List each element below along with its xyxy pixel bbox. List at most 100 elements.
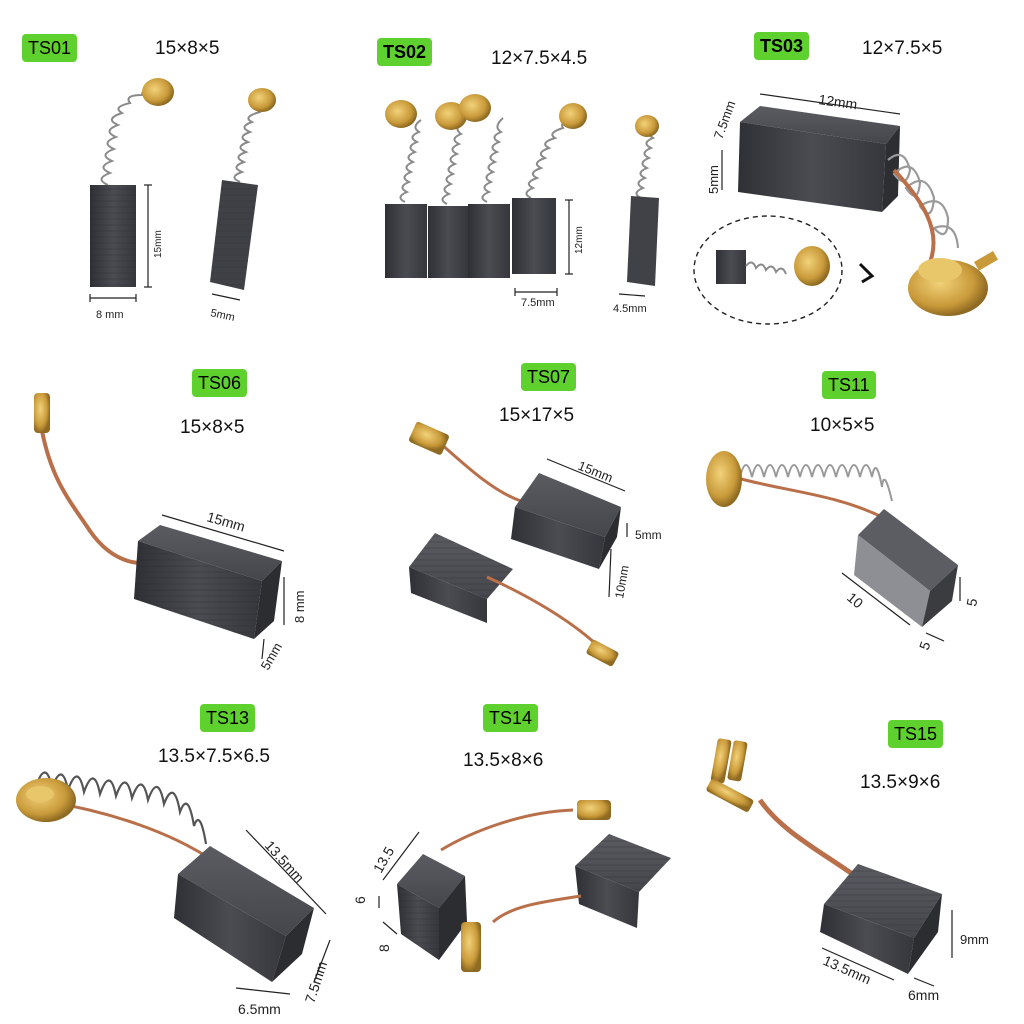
dimension-label: 12mm <box>818 91 859 112</box>
carbon-brush-icon <box>854 509 958 627</box>
product-code-badge: TS14 <box>483 704 539 732</box>
brass-terminal-icon <box>706 451 742 507</box>
product-panel-ts11: TS11 10×5×5 10 5 5 <box>682 341 1023 682</box>
brass-terminal-icon <box>409 421 449 455</box>
dimension-label: 6.5mm <box>238 1001 281 1017</box>
dimension-label: 7.5mm <box>521 297 555 309</box>
brush-illustration: 15mm 5mm 10mm <box>409 421 662 667</box>
brush-illustration: 15mm 8 mm 5mm <box>89 78 276 324</box>
dimension-label: 8 mm <box>292 591 307 624</box>
dimension-label: 12mm <box>574 226 585 254</box>
brush-illustration: 10 5 5 <box>706 451 980 652</box>
spring-icon <box>100 87 159 186</box>
brass-terminal-icon <box>461 922 481 972</box>
dimension-label: 5mm <box>209 307 235 324</box>
brush-illustration: 9mm 13.5mm 6mm <box>706 738 989 1003</box>
copper-wire-icon <box>733 475 883 519</box>
brush-illustration: 12mm 7.5mm 5mm <box>693 91 999 325</box>
dimension-label: 13.5 <box>370 844 398 876</box>
dimension-label: 9mm <box>960 932 989 947</box>
brass-terminal-icon <box>142 78 174 106</box>
product-size: 13.5×8×6 <box>463 750 544 771</box>
copper-wire-icon <box>486 575 599 647</box>
spring-icon <box>887 153 960 249</box>
dimension-label: 13.5mm <box>262 837 308 885</box>
carbon-brush-icon <box>397 854 467 960</box>
brass-terminal-icon <box>435 102 467 130</box>
brush-illustration: 13.5mm 7.5mm 6.5mm <box>16 771 331 1017</box>
dimension-label: 4.5mm <box>613 303 647 315</box>
product-size: 15×8×5 <box>155 38 220 59</box>
dimension-label: 10mm <box>612 564 632 599</box>
spring-icon <box>399 117 656 205</box>
dimension-label: 5 <box>963 597 980 608</box>
product-panel-ts06: TS06 15×8×5 15mm 8 mm 5mm <box>0 341 341 682</box>
carbon-brush-icon <box>738 106 900 212</box>
copper-wire-icon <box>440 808 574 852</box>
product-panel-ts01: TS01 15×8×5 15mm 8 mm 5mm <box>0 0 341 341</box>
product-panel-ts07: TS07 15×17×5 15mm 5mm 10mm <box>341 341 682 682</box>
carbon-brush-icon <box>134 525 282 639</box>
product-code-badge: TS03 <box>754 32 810 60</box>
brass-terminal-icon <box>459 94 491 122</box>
dimension-label: 7.5mm <box>711 99 739 141</box>
spring-icon <box>745 261 787 275</box>
copper-wire-icon <box>892 168 936 263</box>
product-panel-ts14: TS14 13.5×8×6 13.5 6 8 <box>341 682 682 1023</box>
product-code-badge: TS07 <box>521 363 577 391</box>
brush-illustration: 15mm 8 mm 5mm <box>34 393 307 673</box>
carbon-brush-icon <box>385 196 659 286</box>
product-code-badge: TS02 <box>377 38 433 66</box>
brass-terminal-icon <box>16 778 76 822</box>
spring-icon <box>739 464 893 502</box>
product-code-badge: TS13 <box>200 704 256 732</box>
dimension-label: 5mm <box>706 165 721 194</box>
product-size: 15×8×5 <box>180 417 245 438</box>
detail-callout <box>693 215 843 325</box>
product-size: 10×5×5 <box>810 415 875 436</box>
dimension-label: 6mm <box>908 987 939 1003</box>
dimension-label: 15mm <box>153 230 164 258</box>
product-panel-ts15: TS15 13.5×9×6 9mm 13.5mm 6mm <box>682 682 1023 1023</box>
dimension-label: 8 <box>376 944 392 952</box>
product-size: 13.5×9×6 <box>860 772 941 793</box>
product-size: 15×17×5 <box>499 405 575 426</box>
brass-terminal-icon <box>34 393 50 433</box>
brush-illustration: 12mm 7.5mm 4.5mm <box>385 94 659 315</box>
copper-wire-icon <box>757 798 860 881</box>
brass-terminal-icon <box>908 251 999 316</box>
carbon-brush-icon <box>575 834 671 928</box>
product-code-badge: TS15 <box>888 720 944 748</box>
dimension-label: 5mm <box>635 528 662 542</box>
dimension-label: 5 <box>916 639 934 652</box>
dimension-label: 15mm <box>576 458 615 485</box>
brass-terminal-icon <box>794 246 830 286</box>
dimension-label: 15mm <box>205 509 247 535</box>
brush-illustration: 13.5 6 8 <box>352 800 671 972</box>
product-panel-ts03: TS03 12×7.5×5 <box>682 0 1023 341</box>
copper-wire-icon <box>432 435 522 503</box>
brass-terminal-icon <box>577 800 611 820</box>
copper-wire-icon <box>49 800 213 862</box>
dimension-label: 10 <box>844 589 866 611</box>
product-size: 13.5×7.5×6.5 <box>158 746 270 767</box>
brass-terminal-icon <box>586 640 619 667</box>
dimension-label: 5mm <box>258 640 285 673</box>
brass-terminal-icon <box>385 100 417 128</box>
arrow-icon <box>858 262 875 284</box>
dimension-label: 13.5mm <box>821 952 874 987</box>
carbon-brush-icon <box>716 250 746 284</box>
brass-terminal-icon <box>706 738 754 812</box>
dimension-label: 8 mm <box>96 309 124 321</box>
product-panel-ts13: TS13 13.5×7.5×6.5 13.5mm 7.5mm 6.5mm <box>0 682 341 1023</box>
spring-icon <box>233 101 273 183</box>
carbon-brush-icon <box>174 846 314 982</box>
dimension-label: 6 <box>352 896 368 904</box>
product-code-badge: TS01 <box>22 34 78 62</box>
carbon-brush-icon <box>511 473 621 569</box>
brass-terminal-icon <box>635 115 659 137</box>
brass-terminal-icon <box>559 103 587 129</box>
product-code-badge: TS06 <box>192 369 248 397</box>
dimension-label: 7.5mm <box>302 959 330 1005</box>
